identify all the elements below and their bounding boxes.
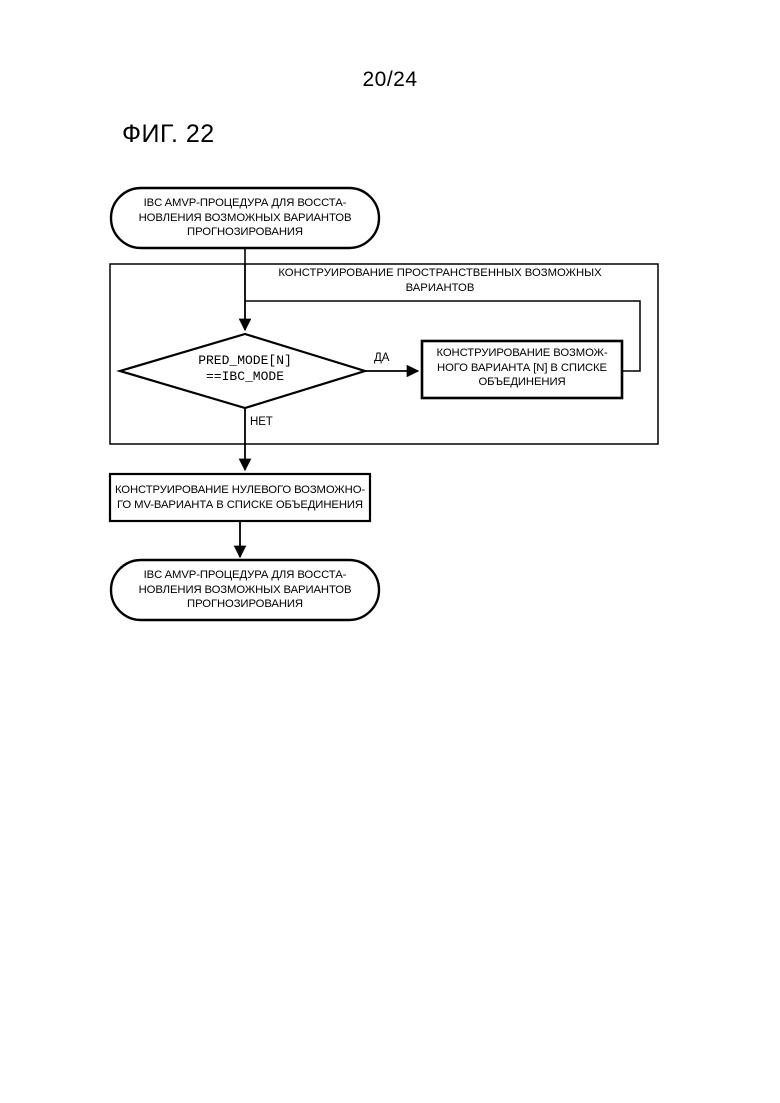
end-terminal-shape [109, 558, 381, 622]
figure-title: ФИГ. 22 [122, 120, 215, 148]
merge-candidate-box-label: КОНСТРУИРОВАНИЕ ВОЗМОЖ- НОГО ВАРИАНТА [N… [436, 347, 608, 388]
loop-container-shape [109, 263, 659, 445]
page-number: 20/24 [362, 68, 418, 91]
edge-feedback-loop [245, 300, 641, 372]
end-terminal-label: IBC AMVP-ПРОЦЕДУРА ДЛЯ ВОССТА- НОВЛЕНИЯ … [138, 569, 352, 610]
no-branch-label: НЕТ [250, 416, 273, 428]
loop-container-label: КОНСТРУИРОВАНИЕ ПРОСТРАНСТВЕННЫХ ВОЗМОЖН… [278, 267, 602, 294]
decision-label: PRED_MODE[N] ==IBC_MODE [198, 353, 292, 384]
start-terminal-label: IBC AMVP-ПРОЦЕДУРА ДЛЯ ВОССТА- НОВЛЕНИЯ … [138, 197, 352, 238]
yes-branch-label: ДА [374, 352, 390, 364]
merge-candidate-box-shape [420, 339, 624, 400]
zero-mv-box-label: КОНСТРУИРОВАНИЕ НУЛЕВОГО ВОЗМОЖНО- ГО MV… [114, 484, 366, 511]
